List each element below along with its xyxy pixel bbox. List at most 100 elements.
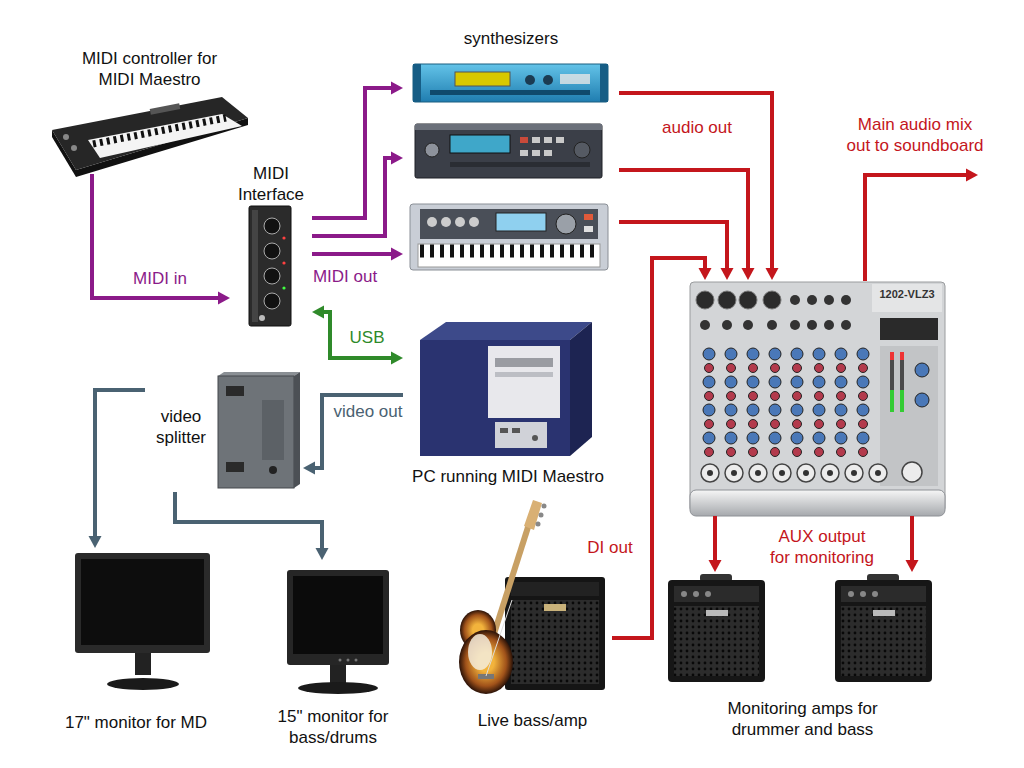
rack-synthesizer [543,75,553,85]
pc-tower [420,322,592,340]
connector-line [175,492,322,549]
pc-tower [500,428,508,433]
device-caption: synthesizers [405,28,617,49]
signal-label: Main audio mix out to soundboard [843,114,987,157]
bass-amp [505,577,605,690]
label-anchor: DI out [585,537,634,558]
signal-connector [612,258,712,638]
rack-synthesizer [560,74,590,84]
signal-connector [92,174,230,305]
pc-tower [532,435,538,441]
audio-mixer-console [890,390,894,412]
rack-synthesizer [520,137,528,143]
audio-mixer-console [890,352,894,360]
monitor-15-display [347,659,350,662]
midi-interface-unit [264,218,280,234]
signal-connector [312,82,403,219]
monitoring-amp [674,606,759,676]
connector-line [312,88,392,218]
audio-mixer-console [880,318,938,340]
keyboard-synthesizer [418,244,600,267]
rack-synthesizer [600,64,608,102]
bass-guitar [459,630,513,694]
rack-synthesizer [430,90,590,95]
midi-interface-unit [282,286,285,289]
audio-mixer-console [696,291,714,309]
audio-mixer-console [698,346,874,458]
audio-mixer-console [790,295,800,305]
connector-line [910,516,914,561]
device-caption: video splitter [147,406,215,449]
arrowhead [906,560,919,572]
label-anchor: AUX output for monitoring [766,526,878,569]
monitor-17-display [75,553,210,690]
device-caption: 1202-VLZ3 [874,287,940,301]
bass-guitar [542,504,547,509]
monitor-17-display [81,559,204,645]
monitoring-amp [835,574,932,682]
connector-line [92,174,219,298]
monitoring-amps: Monitoring amps for drummer and bass [660,572,945,748]
midi-controller-keyboard [52,97,248,177]
rack-synthesizer [450,135,510,153]
connector-line [95,390,145,537]
monitor-15-display [287,570,389,694]
signal-label: video out [332,401,405,422]
monitoring-amp [693,591,699,597]
audio-mixer-console [718,291,736,309]
signal-connector [89,390,146,548]
audio-mixer-console [763,291,781,309]
signal-label: USB [348,327,387,348]
keyboard-synthesizer [584,214,593,220]
audio-mixer-console [841,320,851,330]
video-splitter-unit [218,372,300,376]
keyboard-synthesizer [441,217,451,227]
audio-mixer-console [722,320,732,330]
audio-mixer-console [807,295,817,305]
pc-tower [488,346,560,418]
monitoring-amp [841,606,926,676]
signal-label: AUX output for monitoring [766,526,878,569]
arrowhead [312,306,324,319]
signal-connector [619,222,734,280]
connector-line [312,158,392,236]
audio-mixer-console [841,295,851,305]
connector-line [619,93,772,269]
signal-connector [175,492,329,560]
video-splitter-unit [226,386,244,396]
label-anchor: MIDI in [131,268,189,289]
rack-synthesizer [532,137,540,143]
main-mix-output-line [865,169,978,282]
keyboard-synthesizer [420,209,598,239]
midi-interface-unit [264,243,280,259]
arrowhead [316,548,329,560]
monitor-15-display [330,665,346,683]
rack-synthesizer [413,64,421,102]
rack-synthesizer [556,137,564,143]
pc: PC running MIDI Maestro [403,318,613,490]
signal-label: DI out [585,537,634,558]
main-mix-output-line [865,175,966,281]
bass-amp [511,600,599,684]
audio-mixer-console [807,320,817,330]
rack-synthesizer [415,124,602,178]
label-anchor: audio out [660,117,734,138]
midi-controller-keyboard [88,114,242,158]
audio-mixer-console [915,393,929,407]
video-splitter-unit [226,462,244,472]
main-mix-output-line [966,169,978,182]
midi-interface-unit [259,315,265,321]
signal-connector [619,93,779,280]
connector-line [323,312,392,358]
monitor-15-display [287,570,389,665]
audio-mixer-console [790,320,800,330]
label-anchor: video out [332,401,405,422]
keyboard-synthesizer [556,214,576,234]
monitoring-amp [873,610,895,616]
arrowhead [721,268,734,280]
device-caption: PC running MIDI Maestro [405,466,611,487]
rack-synthesizer [532,150,540,156]
signal-label: MIDI in [131,268,189,289]
keyboard-synthesizer [410,204,608,270]
